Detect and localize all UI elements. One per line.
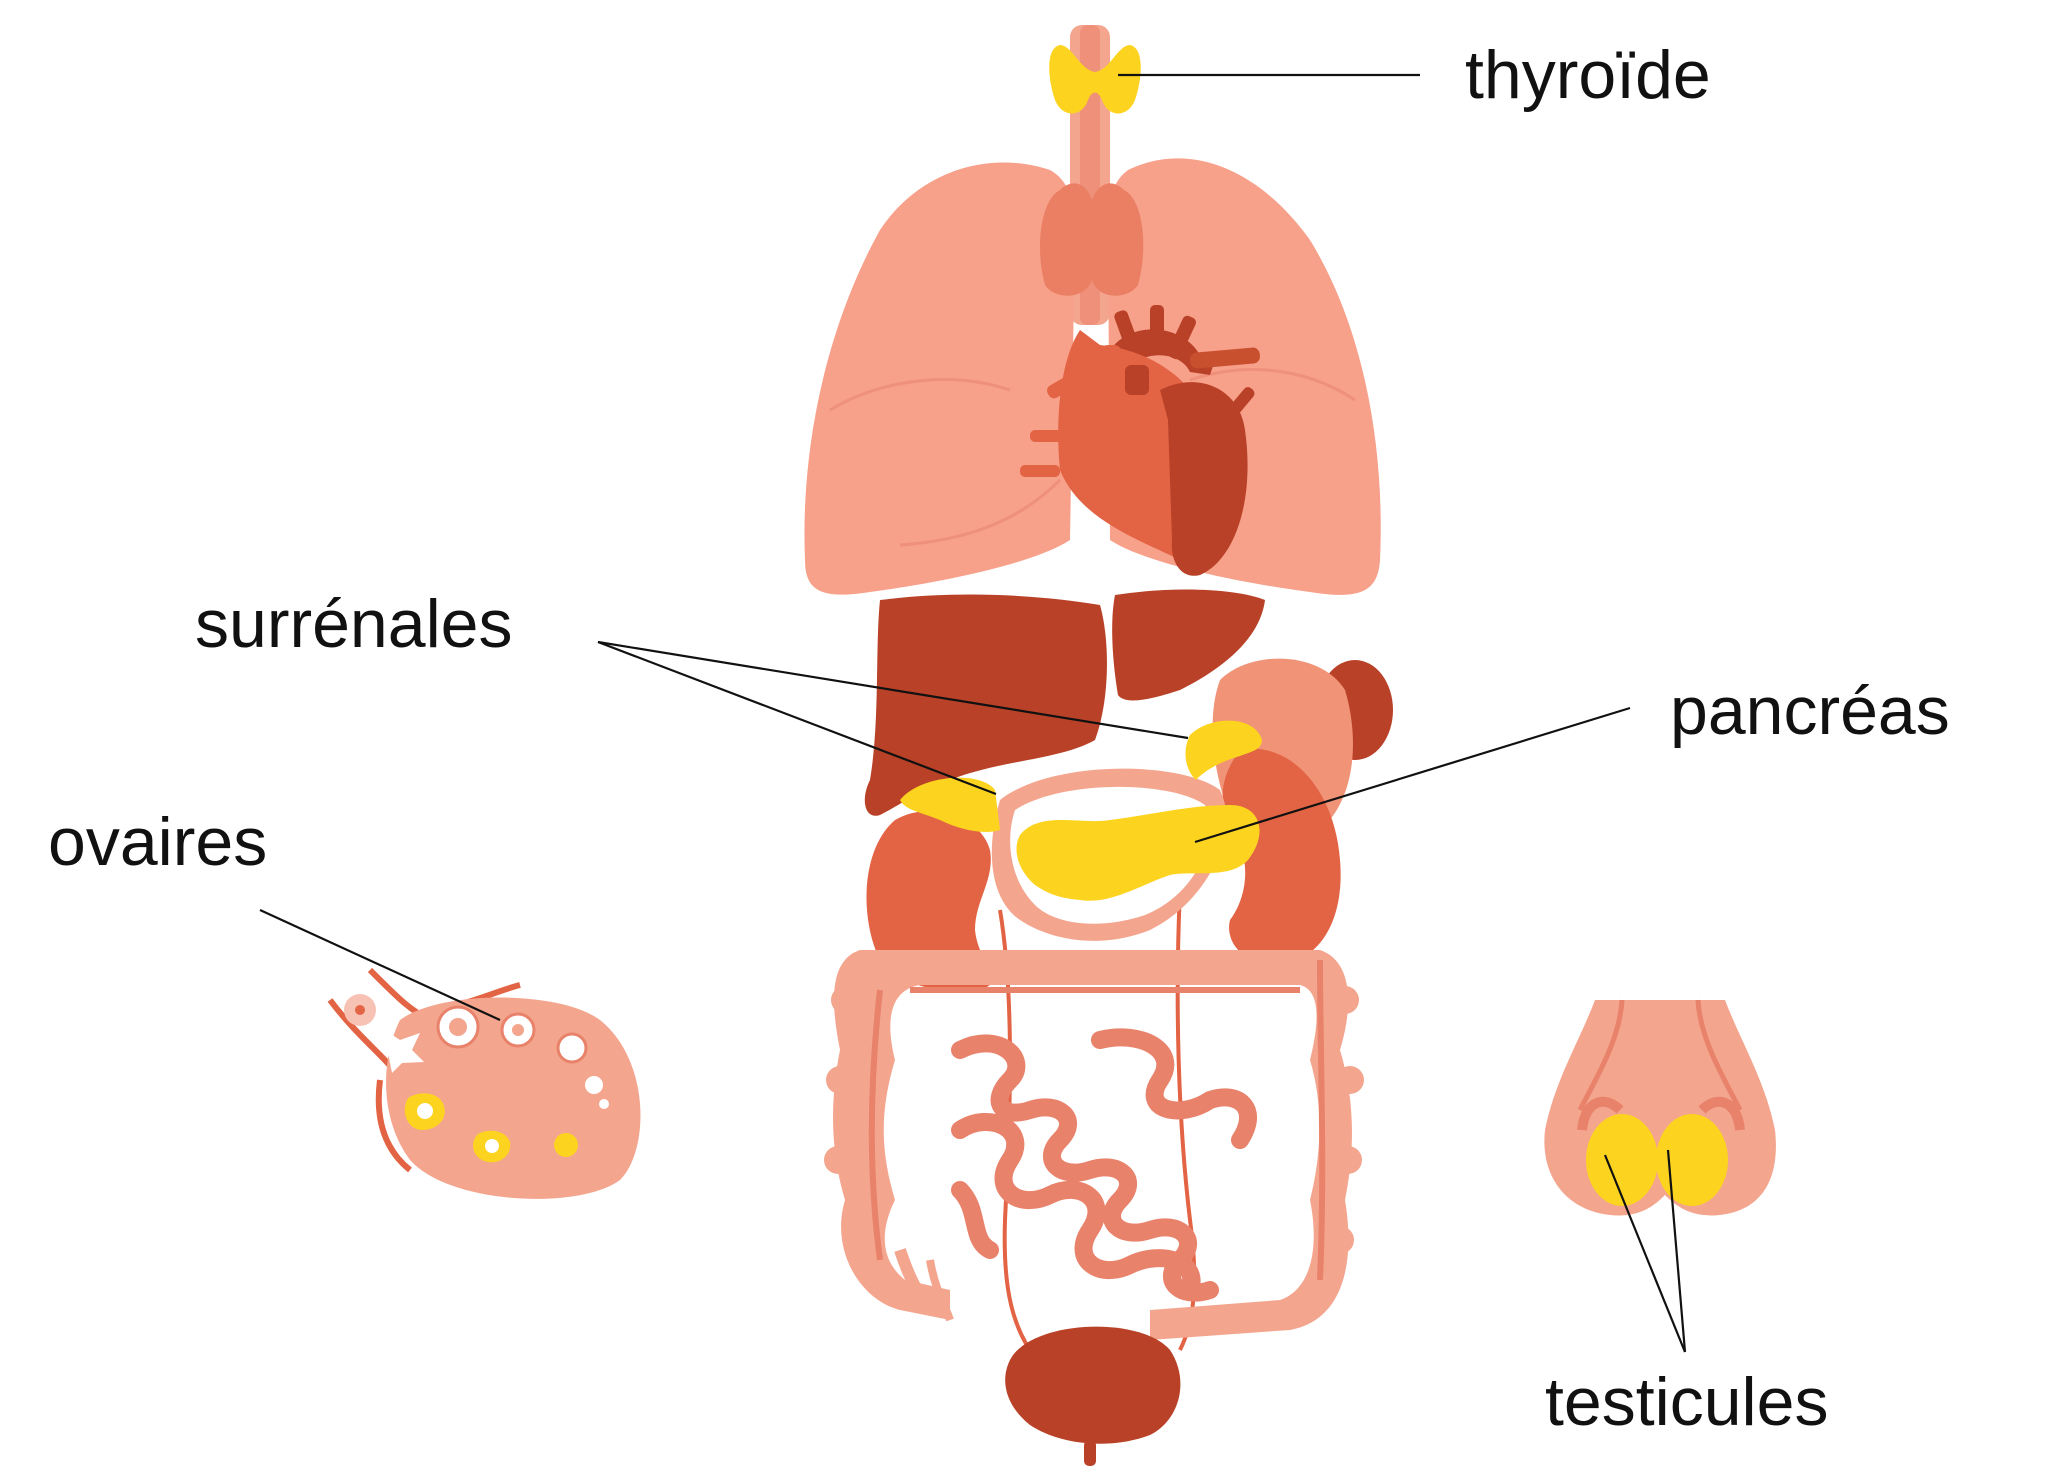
ovary-illustration: [327, 967, 641, 1199]
torso-organs-illustration: [804, 25, 1393, 1466]
pancreas-leader: [1194, 706, 1631, 844]
kidneys: [866, 748, 1341, 992]
heart: [1020, 305, 1260, 576]
testicles-label: testicules: [1545, 1364, 1828, 1440]
thyroid-label: thyroïde: [1465, 37, 1711, 113]
leader-lines: [259, 73, 1687, 1353]
adrenal-glands: [900, 720, 1262, 832]
testes-illustration: [1544, 999, 1776, 1216]
testicles-leader-left: [1603, 1154, 1687, 1353]
adrenal-leader-right: [597, 640, 1189, 740]
thymus: [1040, 183, 1144, 296]
small-intestine: [951, 1028, 1257, 1302]
pancreas-label: pancréas: [1670, 673, 1950, 749]
pancreas-gland: [1016, 805, 1260, 901]
large-intestine: [824, 950, 1364, 1340]
thyroid-gland: [1049, 45, 1141, 114]
ovaries-label: ovaires: [48, 804, 267, 880]
testicles-leader-right: [1666, 1149, 1687, 1353]
bladder: [1005, 1326, 1181, 1466]
adrenals-label: surrénales: [195, 586, 513, 662]
adrenal-leader-left: [597, 640, 997, 796]
ovary-leader: [259, 909, 501, 1021]
